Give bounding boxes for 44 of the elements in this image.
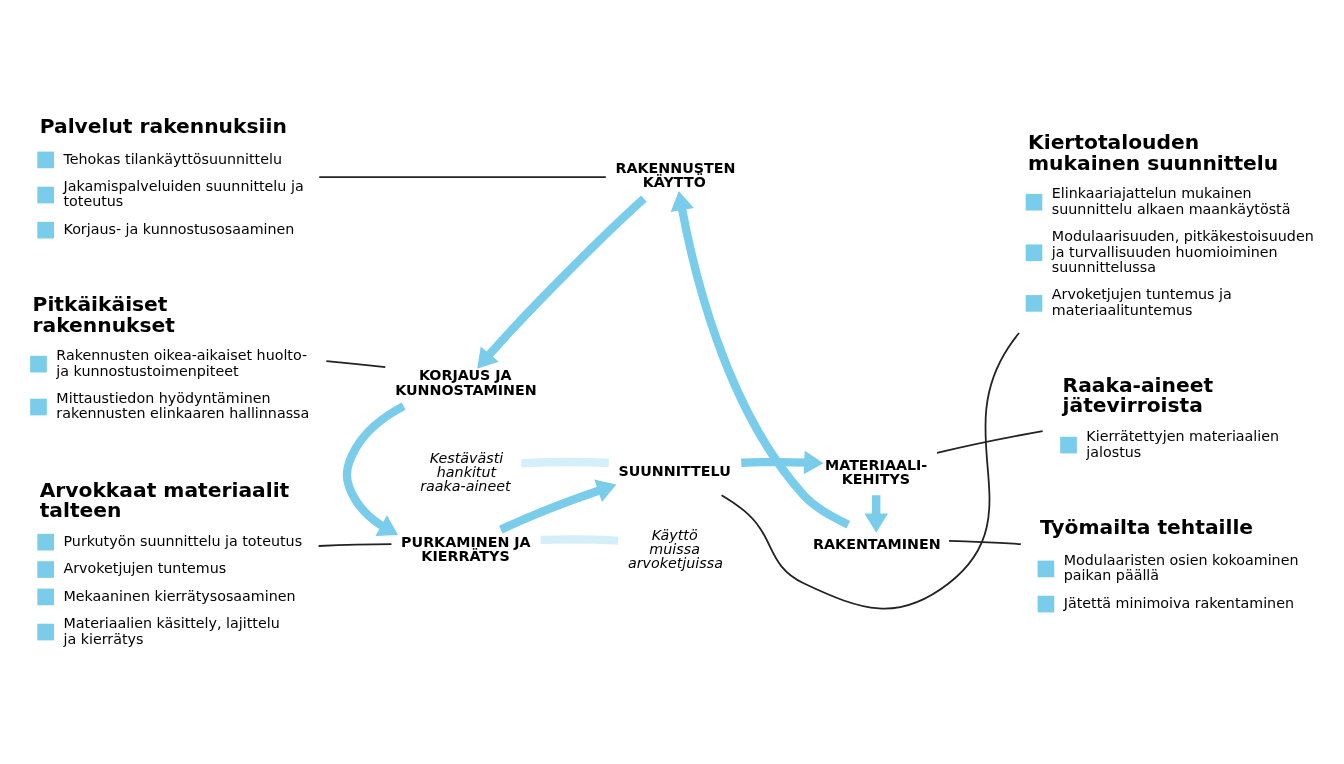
node-label: Pitkäikäiset rakennukset bbox=[32, 292, 175, 337]
node-label: Tehokas tilankäyttösuunnittelu bbox=[63, 150, 283, 167]
node-text: RAKENTAMINEN bbox=[813, 535, 941, 552]
node-label: Jakamispalveluiden suunnittelu ja toteutus bbox=[63, 178, 304, 210]
node-label: Modulaaristen osien kokoaminen paikan päällä bbox=[1063, 551, 1299, 584]
arrow bbox=[499, 479, 617, 534]
node-box bbox=[1060, 436, 1077, 454]
node-label: Purkutyön suunnittelu ja toteutus bbox=[63, 532, 303, 549]
connector bbox=[540, 535, 619, 545]
arrow bbox=[342, 402, 406, 536]
arrow bbox=[477, 195, 647, 369]
node-text: Käyttö muissa arvoketjuissa bbox=[627, 526, 723, 572]
node-label: Materiaalien käsittely, lajittelu ja kierrätys bbox=[63, 615, 280, 647]
arrow bbox=[741, 450, 824, 475]
connector bbox=[521, 457, 609, 468]
connector bbox=[720, 332, 1020, 610]
connector bbox=[936, 430, 1044, 454]
node-label: Modulaarisuuden, pitkäkestoisuuden ja turvallisuuden huomioiminen suunnittelussa bbox=[1051, 228, 1314, 275]
node-label: Kiertotalouden mukainen suunnittelu bbox=[1028, 130, 1279, 175]
node-label: Jätettä minimoiva rakentaminen bbox=[1063, 594, 1294, 611]
node-text: PURKAMINEN JA KIERRÄTYS bbox=[401, 534, 531, 565]
node-label: Työmailta tehtaille bbox=[1039, 514, 1254, 539]
connector bbox=[325, 360, 387, 369]
node-label: Raaka-aineet jätevirroista bbox=[1062, 373, 1214, 418]
node-text: RAKENNUSTEN KÄYTTÖ bbox=[615, 160, 736, 191]
node-text: KORJAUS JA KUNNOSTAMINEN bbox=[395, 367, 537, 398]
node-label: Arvoketjujen tuntemus bbox=[63, 560, 227, 577]
connector bbox=[318, 176, 607, 179]
arrow bbox=[670, 191, 851, 529]
node-label: Arvokkaat materiaalit talteen bbox=[39, 478, 290, 523]
arrow bbox=[864, 495, 889, 533]
connector bbox=[317, 543, 393, 547]
node-label: Mekaaninen kierrätysosaaminen bbox=[63, 587, 296, 604]
node-text: MATERIAALI- KEHITYS bbox=[825, 456, 928, 487]
connector bbox=[948, 539, 1022, 545]
node-label: Kierrätettyjen materiaalien jalostus bbox=[1086, 428, 1280, 460]
node-text: SUUNNITTELU bbox=[618, 463, 731, 480]
node-label: Korjaus- ja kunnostusosaaminen bbox=[63, 220, 295, 237]
node-label: Rakennusten oikea-aikaiset huolto- ja kunnostustoimenpiteet bbox=[56, 347, 308, 379]
node-label: Mittaustiedon hyödyntäminen rakennusten elinkaaren hallinnassa bbox=[56, 389, 310, 422]
node-label: Palvelut rakennuksiin bbox=[39, 113, 287, 138]
node-label: Elinkaariajattelun mukainen suunnittelu alkaen maankäytöstä bbox=[1051, 185, 1291, 217]
node-text: Kestävästi hankitut raaka-aineet bbox=[420, 449, 511, 495]
node-label: Arvoketjujen tuntemus ja materiaalituntemus bbox=[1051, 286, 1232, 318]
